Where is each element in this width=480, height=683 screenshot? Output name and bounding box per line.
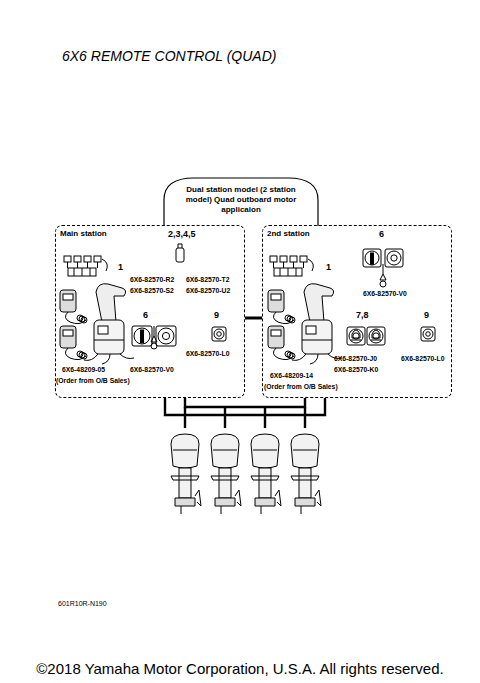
part-number: 6X6-82570-J0 — [334, 355, 377, 363]
switch-panel — [132, 326, 152, 346]
part-number: 6X6-82570-V0 — [363, 290, 407, 298]
switch-panel — [367, 327, 385, 345]
callout-number: 9 — [424, 310, 429, 320]
switch-panel — [385, 249, 403, 267]
wire-harness — [60, 290, 87, 324]
node-text: Dual station model (2 station model) Qua… — [176, 185, 306, 215]
outboard-motor — [291, 434, 321, 514]
outboard-motor — [211, 434, 241, 514]
switch-panel — [421, 327, 435, 341]
remote-control-lever — [84, 284, 134, 364]
callout-number: 2,3,4,5 — [168, 229, 196, 239]
callout-number: 7,8 — [356, 310, 369, 320]
gauge-set — [270, 256, 313, 276]
part-number: 6X6-82570-L0 — [401, 355, 444, 363]
key — [151, 326, 157, 349]
part-number: 6X6-82570-T2 — [186, 276, 229, 284]
diagram-title: 6X6 REMOTE CONTROL (QUAD) — [62, 48, 276, 64]
switch-panel — [347, 327, 365, 345]
wire-harness — [268, 326, 295, 360]
switch-panel — [156, 326, 176, 346]
node-text: 2nd station — [267, 229, 310, 238]
callout-number: 1 — [118, 262, 123, 272]
outboard-motor — [171, 434, 201, 514]
gauge-set — [64, 256, 107, 276]
part-number: (Order from O/B Sales) — [264, 383, 338, 391]
switch-panel — [363, 249, 381, 267]
part-number: 6X6-82570-K0 — [334, 366, 378, 374]
switch-icon — [176, 244, 184, 262]
part-number: (Order from O/B Sales) — [56, 377, 130, 385]
part-number: 6X6-82570-V0 — [130, 366, 174, 374]
callout-number: 1 — [326, 262, 331, 272]
part-number: 6X6-48209-05 — [62, 366, 105, 374]
key — [380, 264, 386, 287]
wire-harness — [60, 326, 87, 360]
callout-number: 6 — [143, 310, 148, 320]
part-number: 6X6-48209-14 — [270, 372, 313, 380]
callout-number: 6 — [379, 229, 384, 239]
outboard-motor — [251, 434, 281, 514]
callout-number: 9 — [214, 310, 219, 320]
cable-connector — [245, 317, 262, 320]
node-text: Main station — [60, 229, 107, 238]
wire-harness — [268, 290, 295, 324]
copyright-caption: ©2018 Yamaha Motor Corporation, U.S.A. A… — [36, 660, 443, 677]
part-number: 601R10R-N190 — [58, 600, 107, 608]
part-number: 6X6-82570-U2 — [186, 287, 230, 295]
switch-panel — [212, 327, 226, 341]
switch-icon — [371, 330, 381, 340]
part-number: 6X6-82570-R2 — [130, 276, 174, 284]
model-arch: Dual station model (2 station model) Qua… — [164, 178, 318, 226]
control-cable — [165, 398, 325, 428]
switch-icon — [351, 330, 361, 340]
part-number: 6X6-82570-L0 — [186, 350, 229, 358]
remote-control-lever — [292, 284, 342, 364]
part-number: 6X6-82570-S2 — [130, 287, 174, 295]
